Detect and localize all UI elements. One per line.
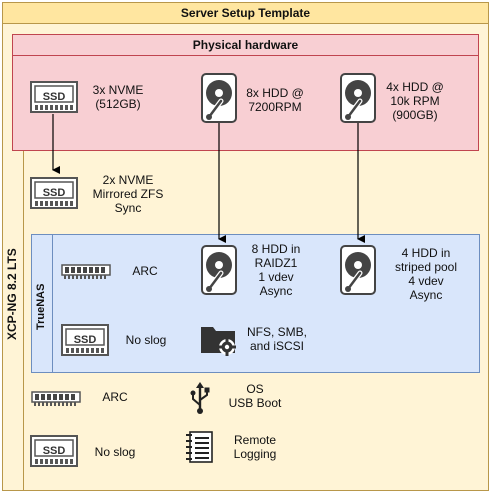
os-line-1: OS — [246, 382, 264, 396]
hypervisor-slog-label: No slog — [94, 445, 136, 459]
pool-b-line-2: striped pool — [394, 260, 458, 274]
folder-gear-icon — [201, 327, 236, 356]
truenas-label-strip — [31, 234, 53, 373]
ssd-icon: SSD — [30, 81, 78, 113]
ssd-icon: SSD — [61, 324, 109, 356]
hw-nvme-line-2: (512GB) — [95, 97, 141, 111]
os-line-2: USB Boot — [228, 396, 282, 410]
hw-hdd-7200-label: 8x HDD @ 7200RPM — [244, 86, 306, 114]
ssd-badge-text: SSD — [43, 445, 66, 457]
ssd-icon: SSD — [30, 435, 78, 467]
diagram-title-bar: Server Setup Template — [2, 2, 489, 24]
hw-nvme-line-1: 3x NVME — [92, 83, 144, 97]
hw-nvme-label: 3x NVME (512GB) — [88, 83, 148, 111]
hypervisor-label-strip — [2, 151, 24, 491]
truenas-arc-label: ARC — [132, 264, 158, 278]
usb-icon — [190, 382, 210, 414]
pool-a-label: 8 HDD in RAIDZ1 1 vdev Async — [248, 242, 304, 298]
hw-hdd-10k-line-2: 10k RPM — [390, 94, 440, 108]
logging-line-1: Remote — [233, 433, 277, 447]
truenas-slog-label: No slog — [125, 333, 167, 347]
ssd-badge-text: SSD — [74, 334, 97, 346]
logging-label: Remote Logging — [228, 433, 282, 461]
pool-b-line-4: Async — [409, 288, 443, 302]
logging-line-2: Logging — [233, 447, 277, 461]
pool-b-label: 4 HDD in striped pool 4 vdev Async — [389, 246, 463, 302]
pool-a-line-4: Async — [259, 284, 293, 298]
ssd-icon: SSD — [30, 177, 78, 209]
pool-b-line-3: 4 vdev — [408, 274, 444, 288]
ssd-badge-text: SSD — [43, 91, 66, 103]
shares-line-1: NFS, SMB, — [246, 325, 307, 339]
pool-a-line-2: RAIDZ1 — [254, 256, 298, 270]
ssd-badge-text: SSD — [43, 187, 66, 199]
boot-pool-line-3: Sync — [114, 201, 142, 215]
hw-hdd-7200-line-2: 7200RPM — [248, 100, 302, 114]
pool-a-line-3: 1 vdev — [258, 270, 294, 284]
pool-b-line-1: 4 HDD in — [401, 246, 451, 260]
physical-hardware-title: Physical hardware — [192, 38, 299, 52]
hw-hdd-10k-label: 4x HDD @ 10k RPM (900GB) — [381, 80, 449, 122]
diagram-title: Server Setup Template — [180, 6, 311, 20]
hw-hdd-7200-line-1: 8x HDD @ — [246, 86, 304, 100]
boot-pool-line-2: Mirrored ZFS — [92, 187, 164, 201]
shares-label: NFS, SMB, and iSCSI — [244, 325, 310, 353]
physical-hardware-title-bar: Physical hardware — [12, 34, 479, 56]
os-label: OS USB Boot — [225, 382, 285, 410]
hw-hdd-10k-line-3: (900GB) — [392, 108, 438, 122]
boot-pool-line-1: 2x NVME — [102, 173, 154, 187]
shares-line-2: and iSCSI — [249, 339, 305, 353]
physical-hardware-group — [12, 34, 479, 151]
pool-a-line-1: 8 HDD in — [251, 242, 301, 256]
boot-pool-label: 2x NVME Mirrored ZFS Sync — [86, 173, 170, 215]
log-icon — [186, 431, 213, 463]
hypervisor-arc-label: ARC — [102, 390, 128, 404]
hw-hdd-10k-line-1: 4x HDD @ — [386, 80, 444, 94]
